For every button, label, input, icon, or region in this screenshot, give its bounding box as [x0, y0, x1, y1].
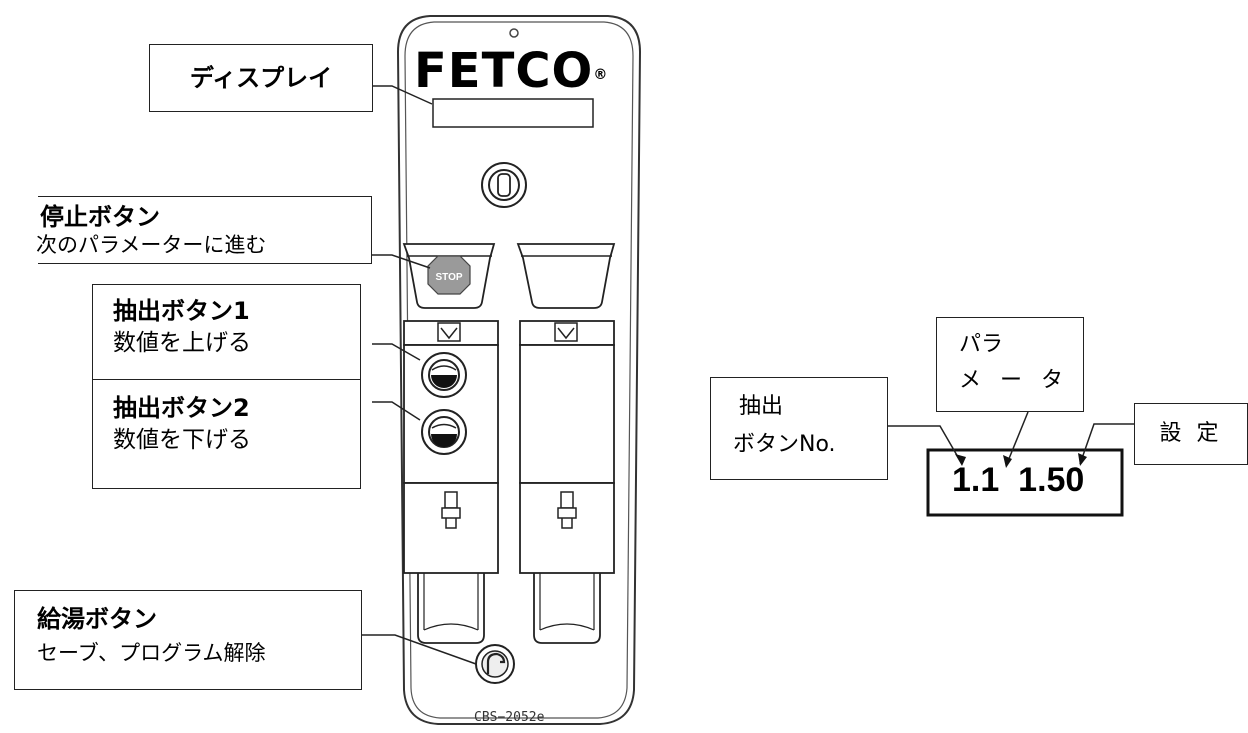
label-parameter-line1: パラ [959, 332, 1004, 357]
callout-stop-title: 停止ボタン [40, 203, 160, 231]
label-brew-button-no-line1: 抽出 [739, 394, 784, 419]
callout-display: ディスプレイ [149, 44, 373, 112]
display-readout: 1.1 1.50 [952, 461, 1085, 499]
brew-button-1-icon [421, 352, 467, 398]
callout-brew-button-1: 抽出ボタン1 数値を上げる [92, 284, 361, 380]
label-brew-button-no: 抽出 ボタンNo. [710, 377, 888, 480]
callout-hot-water-button: 給湯ボタン セーブ、プログラム解除 [14, 590, 362, 690]
model-number: CBS−2052e [474, 710, 545, 725]
power-switch-icon [481, 162, 527, 208]
callout-brew-button-2: 抽出ボタン2 数値を下げる [92, 379, 361, 489]
callout-display-title: ディスプレイ [189, 64, 333, 92]
callout-brew1-title: 抽出ボタン1 [113, 297, 250, 325]
detail-arrowheads [955, 453, 1087, 468]
right-server [519, 320, 615, 644]
label-brew-button-no-line2: ボタンNo. [733, 432, 836, 457]
hot-water-button-icon [475, 644, 515, 684]
brand-logo: FETCO® [414, 43, 609, 99]
callout-brew1-desc: 数値を上げる [113, 330, 251, 356]
stop-button-icon [427, 255, 471, 295]
label-setting: 設 定 [1134, 403, 1248, 465]
display-window [432, 98, 594, 128]
label-parameter-line2: メ ー タ [959, 368, 1069, 393]
label-setting-text: 設 定 [1159, 421, 1223, 446]
callout-brew2-title: 抽出ボタン2 [113, 394, 250, 422]
registered-mark: ® [593, 67, 609, 83]
stop-badge-text: STOP [435, 272, 462, 283]
mount-hole [509, 28, 519, 38]
callout-hot-water-title: 給湯ボタン [37, 605, 157, 633]
detail-leader-lines [888, 411, 1134, 467]
brew-button-2-icon [421, 409, 467, 455]
left-server [403, 320, 499, 644]
leader-lines [362, 85, 477, 665]
right-funnel [516, 243, 616, 309]
callout-hot-water-desc: セーブ、プログラム解除 [37, 641, 266, 665]
callout-stop-button: 停止ボタン 次のパラメーターに進む [36, 196, 372, 264]
panel-inner-outline [404, 21, 634, 719]
callout-brew2-desc: 数値を下げる [113, 427, 251, 453]
callout-stop-desc: 次のパラメーターに進む [36, 233, 267, 257]
label-parameter: パラ メ ー タ [936, 317, 1084, 412]
